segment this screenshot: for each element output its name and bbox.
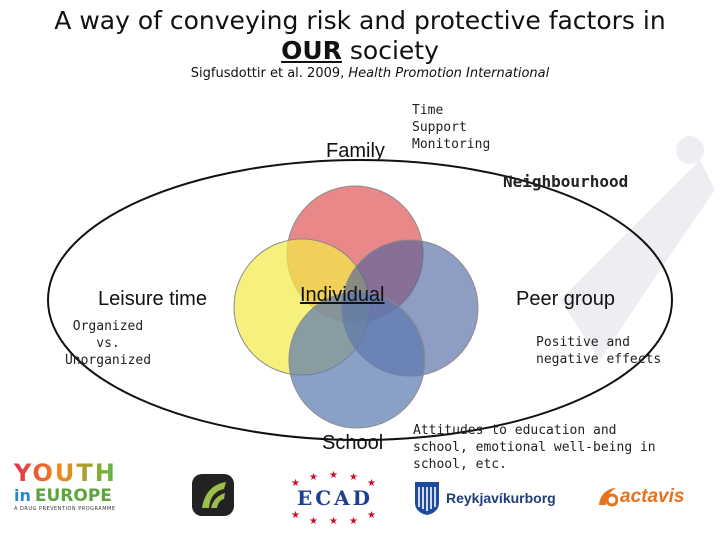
family-note-monitoring: Monitoring <box>412 137 491 152</box>
slide-title: A way of conveying risk and protective f… <box>40 6 680 66</box>
leisure-note-organized: Organized <box>72 319 144 334</box>
background-swirl <box>560 160 715 360</box>
actavis-logo: actavis <box>596 482 706 512</box>
family-notes: Time Support Monitoring <box>412 102 490 153</box>
neighbourhood-ellipse <box>47 159 673 441</box>
svg-text:★: ★ <box>309 472 318 483</box>
peer-notes: Positive and negative effects <box>536 334 661 368</box>
partner-emblem-icon <box>192 474 234 516</box>
youth-in-europe-logo: YOUTH in EUROPE A DRUG PREVENTION PROGRA… <box>14 460 154 524</box>
title-line-1: A way of conveying risk and protective f… <box>54 6 666 35</box>
svg-text:★: ★ <box>291 478 300 489</box>
actavis-swoosh-icon <box>599 488 618 507</box>
svg-text:★: ★ <box>291 510 300 521</box>
svg-text:★: ★ <box>309 516 318 524</box>
leisure-label: Leisure time <box>98 288 207 310</box>
title-line-2: OUR society <box>40 36 680 66</box>
youth-logo-in: in <box>14 486 31 505</box>
peer-note-2: negative effects <box>536 352 662 367</box>
leisure-notes: Organized vs. Unorganized <box>62 318 154 369</box>
family-note-time: Time <box>412 103 444 118</box>
school-note-1: Attitudes to education and <box>413 423 617 438</box>
school-label: School <box>322 432 384 454</box>
ecad-stars-icon: ★ ★ ★ ★ ★ ★ ★ ★ ★ ★ <box>291 470 376 524</box>
title-society: society <box>349 36 439 65</box>
svg-text:★: ★ <box>367 478 376 489</box>
youth-logo-line1: YOUTH <box>14 460 154 486</box>
citation: Sigfusdottir et al. 2009, Health Promoti… <box>100 66 640 81</box>
actavis-text: actavis <box>620 486 685 507</box>
peer-note-1: Positive and <box>536 335 630 350</box>
ecad-logo: ★ ★ ★ ★ ★ ★ ★ ★ ★ ★ ECAD <box>285 470 385 524</box>
family-note-support: Support <box>412 120 467 135</box>
background-dot <box>676 136 704 164</box>
school-notes: Attitudes to education and school, emoti… <box>413 422 656 473</box>
school-note-2: school, emotional well-being in <box>413 440 656 455</box>
leisure-note-unorganized: Unorganized <box>64 353 152 368</box>
reykjavik-shield-icon <box>415 482 439 515</box>
family-label: Family <box>326 140 385 162</box>
leisure-note-vs: vs. <box>96 336 120 351</box>
partner-emblem-logo <box>190 472 236 518</box>
neighbourhood-label: Neighbourhood <box>503 172 629 191</box>
citation-journal: Health Promotion International <box>348 66 550 81</box>
reykjavik-text: Reykjavíkurborg <box>446 490 556 506</box>
reykjavik-logo: Reykjavíkurborg <box>414 478 564 518</box>
individual-label: Individual <box>300 284 385 306</box>
citation-authors: Sigfusdottir et al. 2009, <box>190 66 345 81</box>
svg-text:★: ★ <box>349 516 358 524</box>
school-circle <box>288 291 426 429</box>
svg-text:★: ★ <box>349 472 358 483</box>
svg-text:★: ★ <box>367 510 376 521</box>
title-our: OUR <box>281 36 342 65</box>
school-note-3: school, etc. <box>413 457 507 472</box>
svg-text:★: ★ <box>329 516 338 524</box>
peer-label: Peer group <box>516 288 615 310</box>
ecad-text: ECAD <box>296 486 374 510</box>
youth-logo-tagline: A DRUG PREVENTION PROGRAMME <box>14 506 116 512</box>
youth-logo-europe: EUROPE <box>34 486 112 506</box>
svg-text:★: ★ <box>329 470 338 481</box>
